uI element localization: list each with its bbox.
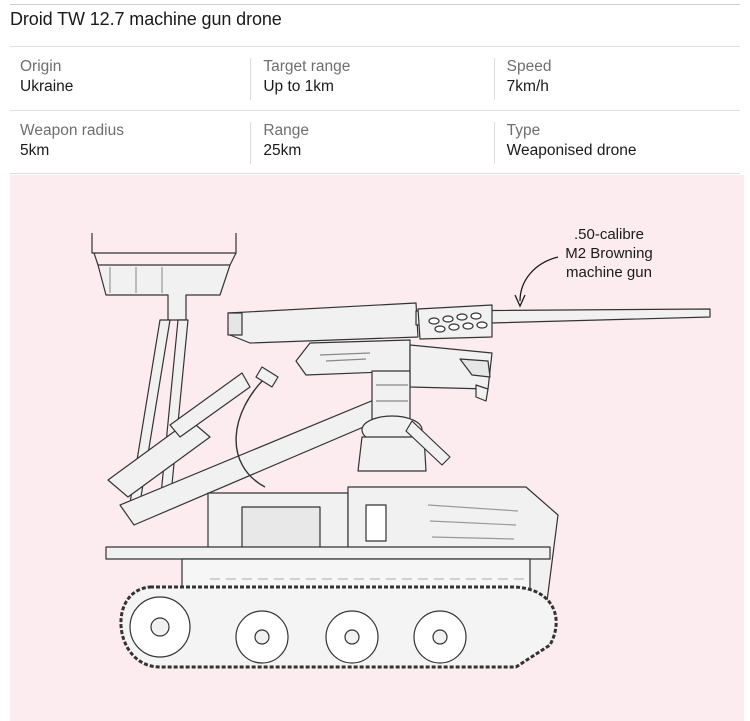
stat-range: Range 25km (250, 121, 496, 165)
diagram-panel (10, 175, 744, 721)
stat-weapon-radius: Weapon radius 5km (10, 121, 253, 165)
hose-coupling (255, 366, 279, 388)
stat-speed: Speed 7km/h (493, 57, 740, 101)
stat-origin: Origin Ukraine (10, 57, 253, 101)
drone-illustration (91, 233, 711, 669)
divider (10, 173, 740, 174)
stat-label: Speed (506, 58, 552, 75)
lower-arm (107, 372, 409, 526)
stat-value: 7km/h (506, 78, 549, 95)
stats-row-1: Origin Ukraine Target range Up to 1km Sp… (10, 57, 740, 101)
machine-gun (227, 302, 711, 402)
stats-row-2: Weapon radius 5km Range 25km Type Weapon… (10, 121, 740, 165)
top-rule (10, 4, 740, 5)
stat-label: Origin (20, 58, 62, 75)
stat-label: Range (263, 122, 310, 139)
stat-label: Weapon radius (20, 122, 124, 139)
weapon-callout: .50-calibre M2 Browning machine gun (544, 225, 674, 282)
arrow-head-icon (514, 294, 526, 308)
stat-value: 25km (263, 142, 302, 159)
page-title: Droid TW 12.7 machine gun drone (10, 9, 282, 29)
divider (10, 46, 740, 47)
stat-label: Type (506, 122, 541, 139)
callout-line: machine gun (566, 264, 652, 281)
turret (357, 370, 451, 472)
track (119, 578, 558, 669)
feed-hose (235, 374, 269, 488)
callout-line: M2 Browning (565, 245, 653, 262)
stat-value: 5km (20, 142, 50, 159)
callout-arrow (519, 256, 559, 302)
callout-line: .50-calibre (573, 226, 645, 243)
stat-value: Ukraine (20, 78, 74, 95)
stat-value: Up to 1km (263, 78, 334, 95)
stat-target-range: Target range Up to 1km (250, 57, 496, 101)
divider (10, 110, 740, 111)
stat-value: Weaponised drone (506, 142, 637, 159)
stat-label: Target range (263, 58, 351, 75)
stat-type: Type Weaponised drone (493, 121, 740, 165)
